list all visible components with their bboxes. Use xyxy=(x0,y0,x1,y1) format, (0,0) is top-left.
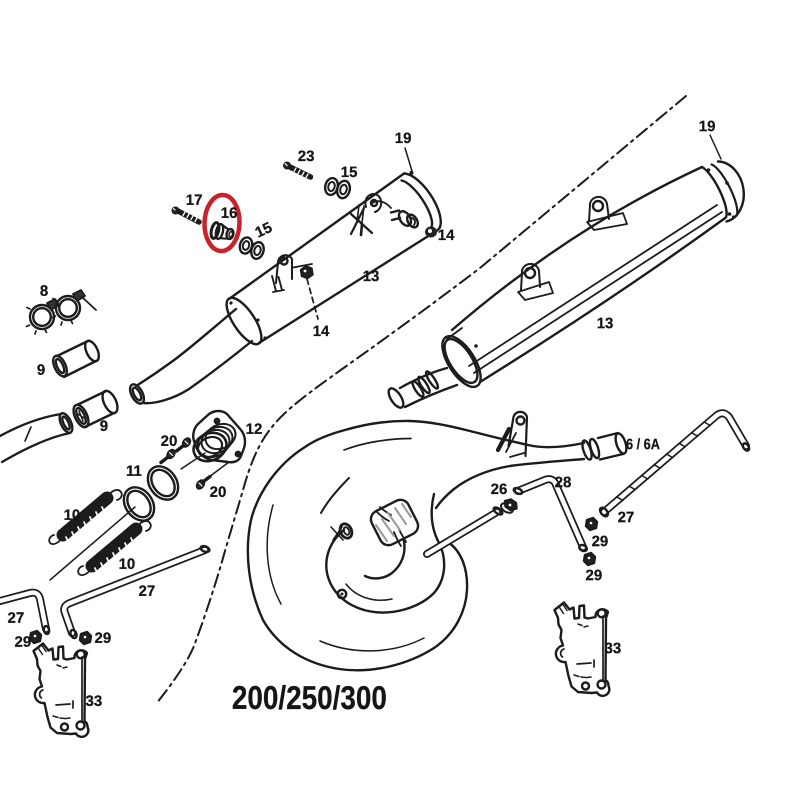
svg-text:28: 28 xyxy=(555,474,572,491)
svg-text:17: 17 xyxy=(186,192,203,209)
svg-text:13: 13 xyxy=(363,268,380,285)
svg-text:12: 12 xyxy=(246,421,263,438)
svg-text:20: 20 xyxy=(161,433,178,450)
svg-text:27: 27 xyxy=(139,583,156,600)
svg-text:19: 19 xyxy=(699,118,716,135)
svg-text:13: 13 xyxy=(597,315,614,332)
svg-text:15: 15 xyxy=(253,219,275,241)
svg-text:20: 20 xyxy=(210,484,227,501)
svg-text:9: 9 xyxy=(100,418,108,435)
svg-text:29: 29 xyxy=(95,630,112,647)
svg-text:29: 29 xyxy=(592,533,609,550)
svg-text:19: 19 xyxy=(395,130,412,147)
svg-text:10: 10 xyxy=(119,556,136,573)
svg-text:15: 15 xyxy=(341,164,358,181)
svg-text:200/250/300: 200/250/300 xyxy=(232,679,387,716)
svg-text:29: 29 xyxy=(586,567,603,584)
svg-text:26: 26 xyxy=(491,481,508,498)
svg-text:11: 11 xyxy=(126,463,142,480)
svg-text:14: 14 xyxy=(438,227,455,244)
svg-text:33: 33 xyxy=(605,640,622,657)
svg-text:14: 14 xyxy=(313,323,330,340)
svg-text:6 / 6A: 6 / 6A xyxy=(626,436,660,453)
svg-text:27: 27 xyxy=(8,610,25,627)
svg-text:16: 16 xyxy=(221,205,238,222)
svg-text:23: 23 xyxy=(298,148,315,165)
svg-text:27: 27 xyxy=(618,509,635,526)
svg-text:8: 8 xyxy=(40,283,48,300)
svg-text:33: 33 xyxy=(85,693,102,710)
svg-text:9: 9 xyxy=(37,362,45,379)
svg-text:10: 10 xyxy=(64,507,81,524)
svg-text:29: 29 xyxy=(15,634,32,651)
